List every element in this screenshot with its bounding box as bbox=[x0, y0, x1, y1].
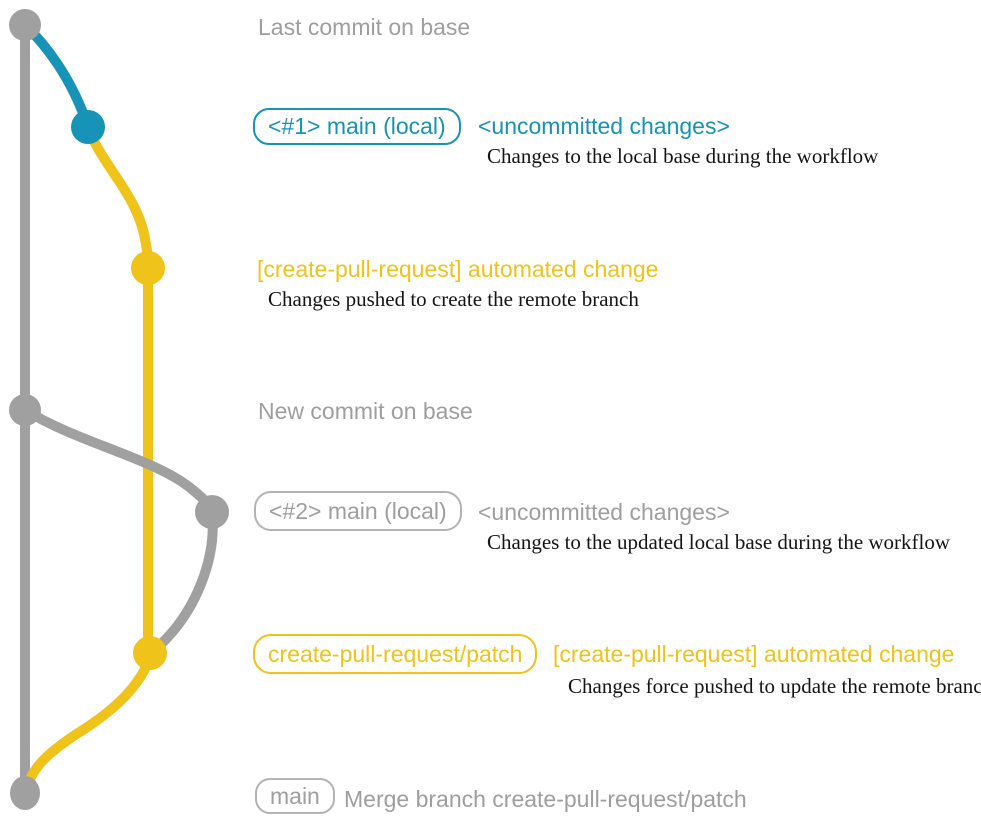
remote-branch-edge-top bbox=[83, 122, 153, 273]
git-graph bbox=[9, 9, 229, 810]
commit-node-merge bbox=[10, 776, 40, 810]
commit-node-last-base bbox=[9, 9, 41, 41]
commit-title-automated-2: [create-pull-request] automated change bbox=[553, 641, 955, 667]
commit-title-automated-1: [create-pull-request] automated change bbox=[257, 256, 659, 282]
commit-node-new-base bbox=[9, 394, 41, 426]
local-change-edge-1 bbox=[20, 20, 93, 132]
remote-branch-merge-edge bbox=[21, 648, 157, 798]
commit-node-remote-1 bbox=[131, 251, 165, 285]
branch-badge-main-local-1: <#1> main (local) bbox=[253, 108, 461, 145]
note-new-commit-on-base: New commit on base bbox=[258, 398, 473, 424]
commit-node-local-2 bbox=[195, 495, 229, 529]
branch-badge-create-pull-request-patch: create-pull-request/patch bbox=[253, 634, 538, 674]
commit-description-force-pushed: Changes force pushed to update the remot… bbox=[568, 674, 981, 698]
commit-node-local-1 bbox=[71, 110, 105, 144]
commit-title-uncommitted-1: <uncommitted changes> bbox=[478, 113, 730, 139]
note-last-commit-on-base: Last commit on base bbox=[258, 14, 471, 40]
commit-description-pushed: Changes pushed to create the remote bran… bbox=[268, 287, 639, 311]
branch-badge-main-local-2: <#2> main (local) bbox=[254, 491, 462, 531]
commit-title-merge: Merge branch create-pull-request/patch bbox=[344, 786, 747, 812]
commit-title-uncommitted-2: <uncommitted changes> bbox=[478, 499, 730, 525]
local-rebase-edge bbox=[145, 507, 218, 658]
local-change-edge-2 bbox=[20, 405, 217, 517]
branch-badge-main-merged: main bbox=[255, 778, 335, 814]
commit-node-remote-2 bbox=[133, 636, 167, 670]
commit-description-local-1: Changes to the local base during the wor… bbox=[487, 144, 879, 168]
commit-description-local-2: Changes to the updated local base during… bbox=[487, 530, 951, 554]
